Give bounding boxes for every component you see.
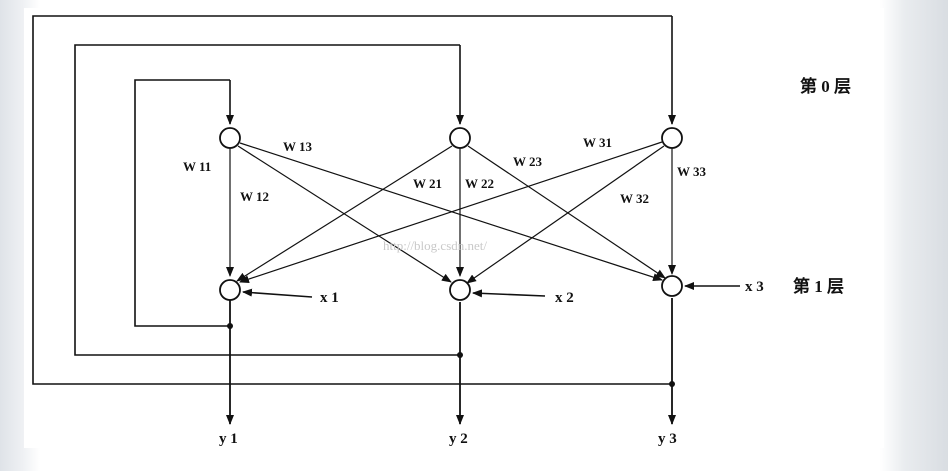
input-label-x3: x 3 (745, 279, 764, 295)
weight-label-w31: W 31 (583, 135, 612, 150)
output-arrows (226, 298, 676, 425)
output-label-y2: y 2 (449, 431, 468, 447)
weight-label-w21: W 21 (413, 176, 442, 191)
feedback-loops (32, 15, 676, 385)
junction-dot-1 (227, 323, 233, 329)
input-arrows (242, 282, 740, 298)
edge-w23 (467, 145, 666, 279)
layer0-neurons (219, 127, 683, 149)
edge-w32 (466, 145, 665, 284)
layer-label-0: 第 0 层 (800, 76, 851, 96)
input-arrow-x1 (242, 288, 313, 298)
weight-label-w13: W 13 (283, 139, 313, 154)
neuron-layer1-2 (449, 279, 471, 301)
feedback-loop-3 (32, 15, 672, 385)
weight-label-w12: W 12 (240, 189, 269, 204)
weight-label-w32: W 32 (620, 191, 649, 206)
neuron-layer1-1 (219, 279, 241, 301)
output-label-y1: y 1 (219, 431, 238, 447)
feedback-loop-1 (134, 79, 230, 327)
weighted-connections (226, 141, 676, 284)
input-label-x2: x 2 (555, 290, 574, 306)
watermark-text: http://blog.csdn.net/ (383, 238, 487, 253)
diagram-canvas (24, 8, 884, 448)
input-arrow-x2 (472, 289, 546, 298)
junction-dot-3 (669, 381, 675, 387)
input-label-x1: x 1 (320, 290, 339, 306)
edge-w31 (239, 141, 663, 283)
neuron-layer0-1 (219, 127, 241, 149)
layer1-neurons (219, 275, 683, 301)
neuron-layer1-3 (661, 275, 683, 297)
weight-label-w22: W 22 (465, 176, 494, 191)
neuron-layer0-2 (449, 127, 471, 149)
layer-label-1: 第 1 层 (793, 276, 844, 296)
weight-label-w33: W 33 (677, 164, 707, 179)
junction-dots (227, 323, 675, 387)
weight-label-w23: W 23 (513, 154, 543, 169)
junction-dot-2 (457, 352, 463, 358)
output-label-y3: y 3 (658, 431, 677, 447)
weight-label-w11: W 11 (183, 159, 211, 174)
edge-w21 (236, 145, 453, 282)
neuron-layer0-3 (661, 127, 683, 149)
feedback-loop-2 (74, 44, 460, 356)
